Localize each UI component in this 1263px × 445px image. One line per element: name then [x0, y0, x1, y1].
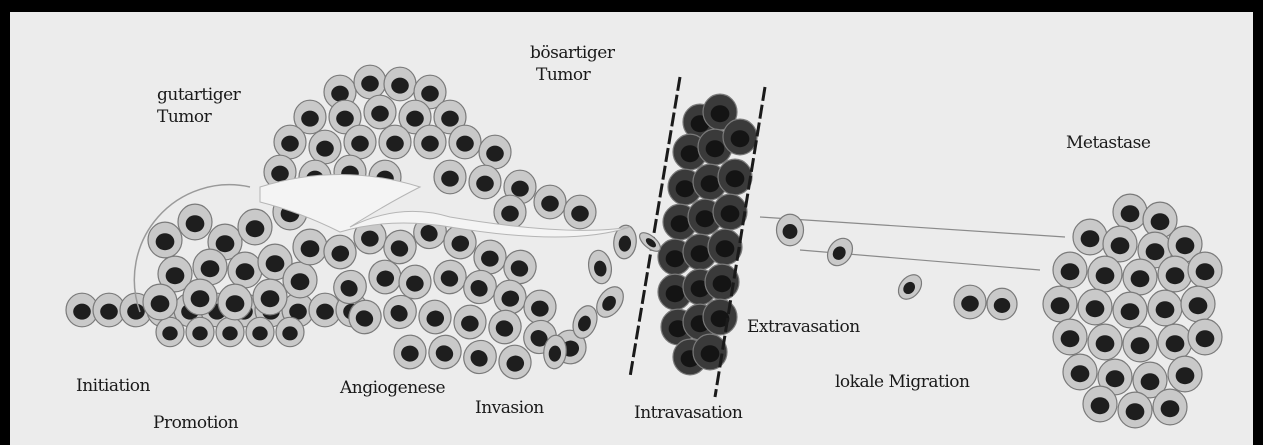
cell: [321, 233, 358, 272]
cell: [274, 125, 306, 159]
promotion-label: Promotion: [153, 412, 238, 434]
cell: [723, 119, 757, 155]
cell: [705, 264, 739, 300]
tumor-progression-illustration: [10, 12, 1253, 445]
cell: [393, 334, 428, 370]
cell: [534, 185, 566, 219]
cell: [523, 289, 558, 325]
cell: [434, 160, 466, 194]
cell: [384, 67, 416, 101]
benign-label-line1: gutartiger: [157, 84, 240, 106]
cell: [449, 125, 481, 159]
benign-tumor-label: gutartiger Tumor: [157, 84, 240, 128]
cell: [416, 298, 453, 337]
cell: [1113, 292, 1147, 328]
cell: [1153, 389, 1187, 425]
cell: [1073, 219, 1107, 255]
cell: [1063, 354, 1097, 390]
cell: [1168, 356, 1202, 392]
malignant-label-line2: Tumor: [530, 64, 614, 86]
cell: [183, 279, 217, 315]
cell: [1083, 386, 1117, 422]
cell: [1053, 319, 1087, 355]
cell: [1188, 319, 1222, 355]
metastasis-cells: [1043, 194, 1222, 428]
cell: [954, 285, 986, 319]
cell: [777, 214, 804, 246]
cell: [309, 130, 341, 164]
local-migration-label: lokale Migration: [835, 371, 969, 393]
cell: [469, 165, 501, 199]
cell: [894, 270, 926, 303]
cell: [484, 306, 526, 349]
cell: [1123, 326, 1157, 362]
cell: [1053, 252, 1087, 288]
cell: [1148, 290, 1182, 326]
cell: [276, 317, 304, 346]
cell: [283, 262, 317, 298]
cell: [693, 334, 727, 370]
cell: [178, 204, 212, 240]
cell: [218, 284, 252, 320]
cell: [293, 229, 327, 265]
cell: [143, 284, 177, 320]
extravasation-label: Extravasation: [747, 316, 860, 338]
migration-track-upper: [760, 217, 1065, 237]
cell: [414, 125, 446, 159]
intravasation-label: Intravasation: [634, 402, 742, 424]
cell: [186, 317, 214, 346]
metastasis-label: Metastase: [1066, 132, 1150, 154]
cell: [1158, 256, 1192, 292]
cell: [987, 288, 1017, 320]
cell: [424, 331, 466, 374]
cell: [1113, 194, 1147, 230]
cell: [1158, 324, 1192, 360]
cell: [1123, 259, 1157, 295]
cell: [703, 299, 737, 335]
cell: [398, 264, 433, 300]
cell: [1088, 256, 1122, 292]
cell: [1078, 289, 1112, 325]
cell: [479, 135, 511, 169]
invasion-label: Invasion: [475, 397, 544, 419]
cell: [1088, 324, 1122, 360]
cell: [228, 252, 262, 288]
cell: [1043, 286, 1077, 322]
cell: [1118, 392, 1152, 428]
cell: [216, 317, 244, 346]
cell: [253, 279, 287, 315]
cell: [586, 249, 614, 286]
cell: [344, 125, 376, 159]
cell: [148, 222, 182, 258]
diagram-frame: gutartiger Tumor bösartiger Tumor Metast…: [10, 12, 1253, 445]
cell: [453, 304, 488, 340]
benign-label-line2: Tumor: [157, 106, 240, 128]
cell: [364, 95, 396, 129]
cell: [822, 234, 857, 271]
cell: [246, 317, 274, 346]
cell: [636, 229, 663, 254]
cell: [379, 125, 411, 159]
cell: [156, 317, 184, 346]
angiogenesis-label: Angiogenese: [340, 377, 445, 399]
cell: [238, 209, 272, 245]
malignant-tumor-label: bösartiger Tumor: [530, 42, 614, 86]
malignant-label-line1: bösartiger: [530, 42, 614, 64]
cell: [354, 65, 386, 99]
cell: [718, 159, 752, 195]
cell: [1181, 286, 1215, 322]
cell: [1188, 252, 1222, 288]
initiation-label: Initiation: [76, 375, 150, 397]
cell: [473, 239, 508, 275]
cell: [564, 195, 596, 229]
